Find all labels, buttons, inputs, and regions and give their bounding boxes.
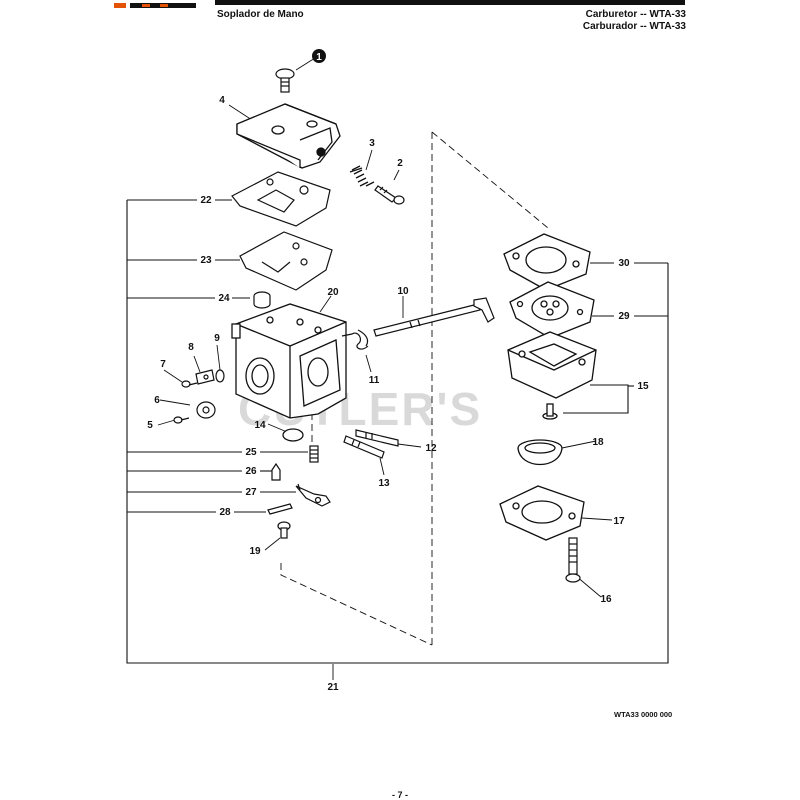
part-15-cover-assembly: [507, 331, 597, 420]
page-number: - 7 -: [391, 790, 408, 800]
callout-27: 27: [245, 487, 257, 498]
callout-24: 24: [218, 293, 230, 304]
callout-5: 5: [147, 420, 153, 431]
part-18-primer-bulb: [517, 439, 563, 466]
callout-15: 15: [637, 381, 649, 392]
part-8-lever: [195, 369, 215, 385]
part-4-cover: [236, 103, 341, 169]
callout-28: 28: [219, 507, 231, 518]
part-11-return-spring: [341, 329, 369, 350]
callout-16: 16: [600, 594, 612, 605]
part-1-screw: [275, 68, 295, 93]
part-6-shutter: [196, 401, 216, 419]
part-16-screw: [565, 537, 581, 583]
part-28-pin: [267, 503, 293, 515]
section-title-english: Carburetor -- WTA-33: [585, 9, 686, 20]
callout-29: 29: [618, 311, 630, 322]
part-23-diaphragm: [239, 231, 333, 291]
callout-6: 6: [154, 395, 160, 406]
callout-25: 25: [245, 447, 257, 458]
callout-26: 26: [245, 466, 257, 477]
callout-8: 8: [188, 342, 194, 353]
part-7-screw: [181, 380, 198, 388]
part-10-throttle-shaft: [373, 297, 495, 337]
product-title: Soplador de Mano: [217, 9, 304, 20]
part-22-gasket: [231, 171, 331, 227]
callout-21: 21: [327, 682, 339, 693]
part-9-o-ring: [215, 369, 225, 383]
part-29-pump-diaphragm: [509, 281, 595, 339]
part-27-metering-lever: [295, 483, 331, 507]
callout-1-badge: [312, 49, 326, 63]
callout-1: 1: [316, 52, 322, 63]
section-title-spanish: Carburador -- WTA-33: [582, 21, 686, 32]
callout-12: 12: [425, 443, 437, 454]
diagram-reference-code: WTA33 0000 000: [614, 710, 673, 719]
callout-7: 7: [160, 359, 166, 370]
callout-20: 20: [327, 287, 339, 298]
part-19-screw: [277, 521, 291, 539]
bracket-21: [126, 200, 669, 664]
callout-19: 19: [249, 546, 261, 557]
callout-4: 4: [219, 95, 225, 106]
callout-22: 22: [200, 195, 212, 206]
brand-logo: [112, 0, 202, 10]
callout-13: 13: [378, 478, 390, 489]
section-title: Carburetor -- WTA-33 Carburador -- WTA-3…: [583, 9, 686, 33]
part-17-bulb-retainer: [499, 485, 585, 541]
callout-18: 18: [592, 437, 604, 448]
part-2-screw: [374, 185, 405, 205]
part-25-jet: [309, 445, 319, 463]
callout-9: 9: [214, 333, 220, 344]
part-30-gasket: [503, 233, 591, 291]
part-5-screw: [173, 416, 190, 424]
part-20-carburetor-body: [231, 303, 347, 419]
callout-17: 17: [613, 516, 625, 527]
callout-3: 3: [369, 138, 375, 149]
callout-11: 11: [369, 375, 380, 386]
part-14-gasket-ring: [282, 428, 304, 442]
callout-14: 14: [254, 420, 266, 431]
callout-30: 30: [618, 258, 630, 269]
part-26-pin: [271, 462, 281, 481]
header-rule: [215, 0, 685, 5]
part-3-spring: [349, 165, 375, 187]
callout-2: 2: [397, 158, 403, 169]
callout-23: 23: [200, 255, 212, 266]
part-12-needle: [355, 429, 399, 447]
callout-10: 10: [397, 286, 409, 297]
part-13-needle: [343, 435, 385, 459]
part-24-plug: [253, 291, 271, 309]
